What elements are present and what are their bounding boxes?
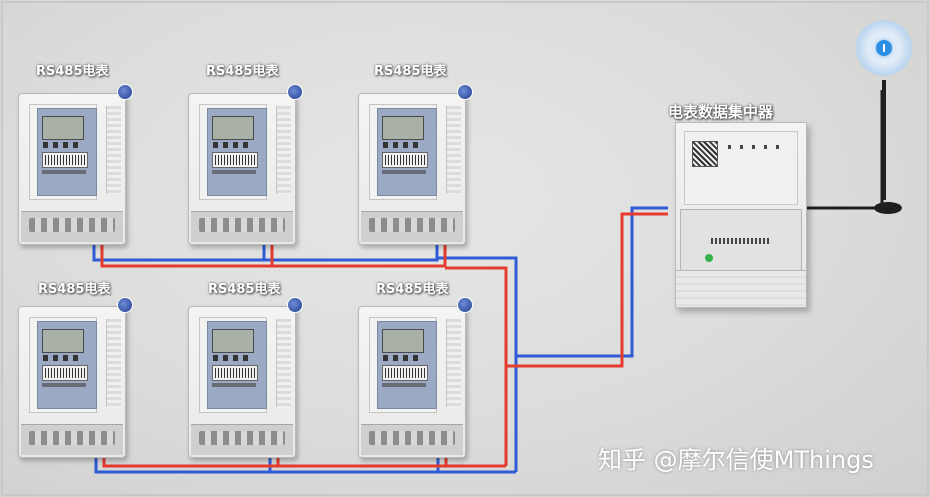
meter-1 (18, 84, 133, 245)
antenna-base (874, 202, 902, 214)
meter-2 (188, 84, 303, 245)
seal-icon (117, 84, 133, 100)
seal-icon (457, 297, 473, 313)
trunk-red (506, 212, 668, 368)
meter-label-3: RS485电表 (374, 64, 447, 79)
indicator-leds (728, 145, 788, 149)
meter-label-6: RS485电表 (376, 282, 449, 297)
bus-top-red-3 (445, 266, 508, 466)
data-concentrator (675, 122, 807, 308)
meter-6 (358, 297, 473, 458)
meter-4 (18, 297, 133, 458)
meter-3 (358, 84, 473, 245)
concentrator-label: 电表数据集中器 (668, 103, 774, 121)
seal-icon (287, 297, 303, 313)
bus-top-blue-3 (437, 256, 518, 472)
status-led-icon (705, 254, 713, 262)
seal-icon (457, 84, 473, 100)
meter-5 (188, 297, 303, 458)
qr-code-icon (692, 141, 718, 167)
meter-label-5: RS485电表 (208, 282, 281, 297)
watermark: 知乎 @摩尔信使MThings (598, 446, 874, 474)
seal-icon (117, 297, 133, 313)
wireless-signal-icon (856, 20, 912, 76)
meter-label-1: RS485电表 (36, 64, 109, 79)
seal-icon (287, 84, 303, 100)
trunk-blue (516, 206, 668, 358)
meter-label-4: RS485电表 (38, 282, 111, 297)
antenna-cable (805, 90, 884, 210)
meter-label-2: RS485电表 (206, 64, 279, 79)
